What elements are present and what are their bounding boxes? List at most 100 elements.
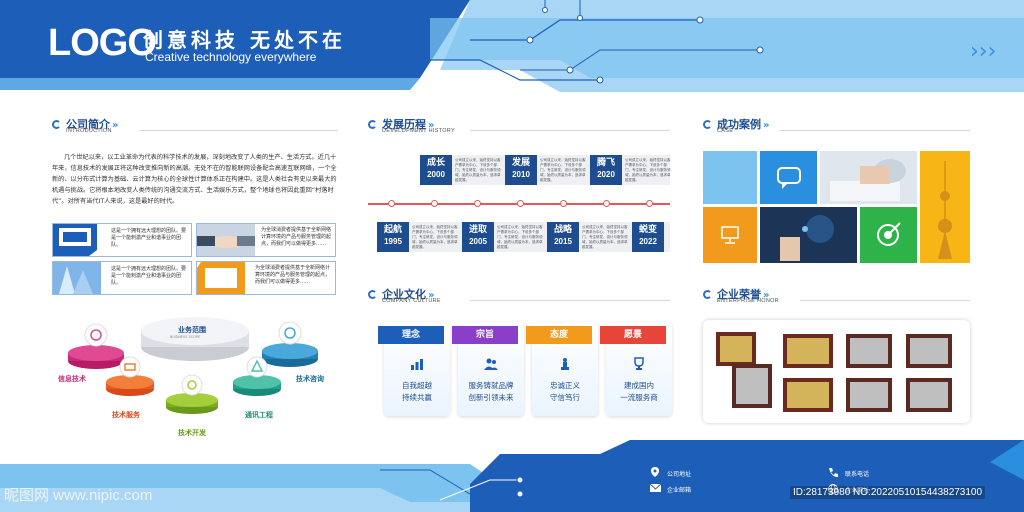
monitor-icon bbox=[721, 226, 739, 244]
business-scope-graphic bbox=[68, 317, 318, 414]
header-banner: ››› LOGO 创意科技 无处不在 Creative technology e… bbox=[0, 0, 1024, 92]
header-graphic: ››› bbox=[0, 0, 1024, 92]
box-text: 为全球消费者提供基于全新网络计算环境的产品与服务管理的起点，而我们可以做得更多…… bbox=[255, 265, 331, 285]
stage-desc: 公司成立以来，始终坚持以客户需求为中心，下设多个部门，专注研发、设计与服务领域，… bbox=[582, 225, 628, 249]
case-photo-office bbox=[820, 151, 917, 204]
culture-text: 自我超越持续共赢 bbox=[402, 381, 432, 402]
footer: 公司地址 企业邮箱 联系电话 企业网址 bbox=[0, 440, 1024, 512]
case-tile-light-blue bbox=[703, 151, 757, 204]
scope-item-info-tech: 信息技术 bbox=[58, 375, 86, 383]
certificates bbox=[716, 332, 952, 412]
divider bbox=[470, 300, 670, 301]
slogan-chinese: 创意科技 无处不在 bbox=[143, 28, 346, 52]
stage-desc: 公司成立以来，始终坚持以客户需求为中心，下设多个部门，专注研发、设计与服务领域，… bbox=[540, 158, 586, 182]
footer-graphic bbox=[0, 440, 1024, 512]
intro-box-4: 为全球消费者提供基于全新网络计算环境的产品与服务管理的起点，而我们可以做得更多…… bbox=[196, 261, 336, 295]
building-photo bbox=[53, 262, 101, 294]
history-title: 发展历程» bbox=[382, 118, 435, 131]
scope-center-sub: BUSINESS SCOPE bbox=[170, 335, 201, 339]
culture-title: 企业文化» bbox=[382, 288, 435, 301]
culture-card-vision: 愿景 建成国内一流服务商 bbox=[600, 322, 672, 416]
timeline-bottom-band bbox=[377, 222, 670, 252]
orange-tab-graphic bbox=[197, 262, 245, 294]
timeline-dot bbox=[431, 200, 438, 207]
target-icon bbox=[877, 222, 901, 246]
scope-item-telecom: 通讯工程 bbox=[245, 411, 273, 419]
box-text: 为全球消费者提供基于全新网络计算环境的产品与服务管理的起点，而我们可以做得更多…… bbox=[261, 227, 332, 247]
timeline-top-band bbox=[420, 155, 670, 185]
case-tile-target bbox=[860, 207, 917, 263]
cases-title: 成功案例» bbox=[717, 118, 770, 131]
watermark-id: ID:28173980 NO:20220510154438273100 bbox=[790, 486, 986, 499]
location-icon bbox=[651, 467, 659, 477]
mail-icon bbox=[650, 484, 661, 492]
case-photo-tech bbox=[760, 207, 857, 263]
culture-tab: 宗旨 bbox=[452, 326, 518, 344]
intro-subtitle: INTRODUCTION bbox=[66, 128, 112, 134]
honor-title: 企业荣誉» bbox=[717, 288, 770, 301]
case-tile-monitor bbox=[703, 207, 757, 263]
tech-hand-photo bbox=[760, 207, 857, 263]
timeline-dot bbox=[517, 200, 524, 207]
office-photo bbox=[820, 151, 917, 204]
globe-icon bbox=[828, 484, 838, 494]
culture-tab: 愿景 bbox=[600, 326, 666, 344]
users-icon bbox=[484, 358, 498, 370]
tower-graphic bbox=[938, 161, 952, 259]
divider bbox=[780, 130, 970, 131]
section-icon bbox=[368, 290, 377, 299]
intro-box-3: 这是一个拥有远大理想的团队。要是一个能刺激产业和谐事业的团队。 bbox=[52, 261, 192, 295]
intro-title: 公司简介» bbox=[66, 118, 119, 131]
slogan-english: Creative technology everywhere bbox=[145, 50, 317, 64]
culture-card-idea: 理念 自我超越持续共赢 bbox=[378, 322, 450, 416]
culture-card-attitude: 态度 忠诚正义守信笃行 bbox=[526, 322, 598, 416]
timeline-dot bbox=[646, 200, 653, 207]
timeline-dot bbox=[388, 200, 395, 207]
history-subtitle: DEVELOPMENT HISTORY bbox=[382, 128, 455, 134]
phone-icon bbox=[829, 468, 838, 477]
chess-icon bbox=[561, 358, 569, 370]
case-tile-chat bbox=[760, 151, 817, 204]
honor-subtitle: ENTERPRISE HONOR bbox=[717, 298, 779, 304]
address-label: 公司地址 bbox=[667, 471, 692, 478]
section-icon bbox=[703, 120, 712, 129]
box-text: 这是一个拥有远大理想的团队。要是一个能刺激产业和谐事业的团队。 bbox=[111, 228, 187, 248]
divider bbox=[800, 300, 970, 301]
trophy-icon bbox=[634, 357, 644, 370]
section-icon bbox=[368, 120, 377, 129]
logo: LOGO bbox=[48, 22, 157, 64]
scope-item-consult: 技术咨询 bbox=[296, 375, 324, 383]
intro-paragraph: 几个世纪以来，以工业革命为代表的科学技术的发展，深刻地改变了人类的生产、生活方式… bbox=[52, 154, 337, 205]
blue-tab-graphic bbox=[53, 224, 97, 256]
scope-item-tech-dev: 技术开发 bbox=[178, 429, 206, 437]
culture-tab: 理念 bbox=[378, 326, 444, 344]
case-tile-tower bbox=[920, 151, 970, 263]
culture-card-purpose: 宗旨 服务铸就品牌创新引领未来 bbox=[452, 322, 524, 416]
intro-box-2: 为全球消费者提供基于全新网络计算环境的产品与服务管理的起点，而我们可以做得更多…… bbox=[196, 223, 336, 257]
handshake-photo bbox=[197, 224, 255, 256]
chart-icon bbox=[411, 359, 423, 370]
culture-text: 建成国内一流服务商 bbox=[620, 381, 658, 402]
scope-center-label: 业务范围 bbox=[178, 326, 206, 334]
timeline-dot bbox=[560, 200, 567, 207]
divider bbox=[140, 130, 338, 131]
stage-desc: 公司成立以来，始终坚持以客户需求为中心，下设多个部门，专注研发、设计与服务领域，… bbox=[455, 158, 501, 182]
svg-text:›››: ››› bbox=[970, 39, 996, 64]
chat-icon bbox=[777, 167, 801, 189]
phone-label: 联系电话 bbox=[845, 471, 870, 478]
cases-subtitle: CASE bbox=[717, 128, 734, 134]
culture-subtitle: COMPANY CULTURE bbox=[382, 298, 441, 304]
website-label: 企业网址 bbox=[845, 487, 870, 494]
section-icon bbox=[703, 290, 712, 299]
watermark-left: 昵图网 www.nipic.com bbox=[4, 487, 153, 504]
stage-desc: 公司成立以来，始终坚持以客户需求为中心，下设多个部门，专注研发、设计与服务领域，… bbox=[625, 158, 671, 182]
scope-item-tech-service: 技术服务 bbox=[112, 411, 140, 419]
stage-desc: 公司成立以来，始终坚持以客户需求为中心，下设多个部门，专注研发、设计与服务领域，… bbox=[412, 225, 458, 249]
culture-text: 服务铸就品牌创新引领未来 bbox=[468, 381, 514, 402]
